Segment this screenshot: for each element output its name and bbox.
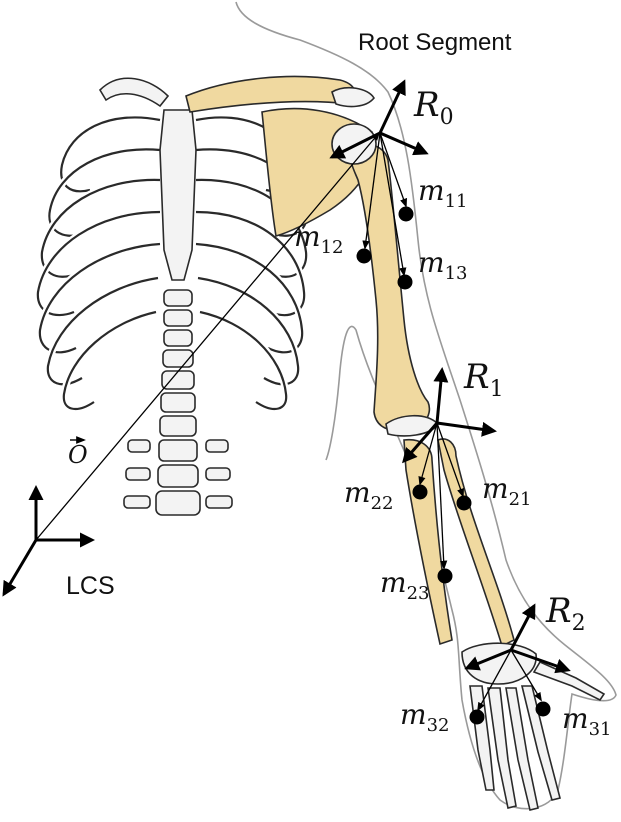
marker-dot-m12 — [357, 249, 372, 264]
marker-label-m31: m31 — [562, 702, 611, 740]
svg-text:R2: R2 — [545, 591, 586, 636]
root-segment-label: Root Segment — [358, 29, 512, 56]
svg-text:R0: R0 — [413, 85, 454, 130]
acromion — [332, 88, 374, 107]
marker-label-m32: m32 — [400, 698, 449, 736]
svg-text:R1: R1 — [463, 357, 504, 402]
marker-dot-m31 — [536, 702, 551, 717]
svg-text:O: O — [68, 441, 88, 469]
marker-dot-m23 — [438, 569, 453, 584]
lcs-label: LCS — [66, 572, 115, 600]
marker-label-m12: m12 — [294, 220, 343, 258]
marker-dot-m32 — [470, 710, 485, 725]
marker-label-m13: m13 — [418, 246, 467, 284]
frame-label-r2: R2 — [545, 591, 586, 636]
marker-label-m23: m23 — [380, 566, 429, 604]
left-ribs — [38, 117, 160, 409]
marker-dot-m13 — [398, 275, 413, 290]
lcs-axis-out — [4, 540, 36, 594]
marker-label-m21: m21 — [482, 472, 531, 510]
frame-label-r0: R0 — [413, 85, 454, 130]
marker-dot-m21 — [457, 496, 472, 511]
marker-dot-m22 — [413, 485, 428, 500]
marker-label-m22: m22 — [344, 476, 393, 514]
sternum — [160, 110, 196, 280]
marker-label-m11: m11 — [418, 174, 467, 212]
spine — [124, 290, 232, 515]
right-clavicle — [186, 77, 355, 112]
frame-label-r1: R1 — [463, 357, 504, 402]
marker-dot-m11 — [399, 207, 414, 222]
left-clavicle — [100, 78, 168, 106]
origin-vector-label: O — [68, 440, 88, 469]
